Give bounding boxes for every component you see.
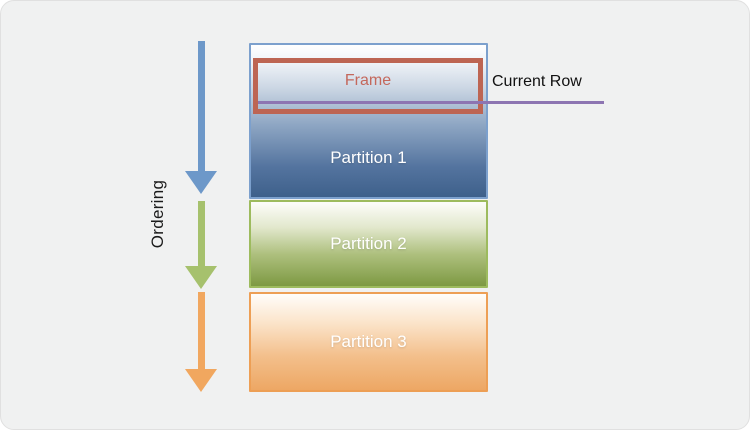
current-row-label: Current Row xyxy=(492,73,582,90)
frame-label: Frame xyxy=(344,72,392,89)
arrow-head-icon xyxy=(185,171,217,194)
arrow-shaft xyxy=(197,292,205,369)
partition-3-box: Partition 3 xyxy=(249,292,488,392)
partition-1-box: Partition 1 xyxy=(249,43,488,199)
partition-2-label: Partition 2 xyxy=(330,234,407,253)
arrow-shaft xyxy=(197,201,205,266)
ordering-arrow-partition-1-icon xyxy=(185,41,217,194)
arrow-head-icon xyxy=(185,266,217,289)
arrow-head-icon xyxy=(185,369,217,392)
frame-box: Frame xyxy=(253,58,483,114)
ordering-arrow-partition-3-icon xyxy=(185,292,217,392)
current-row-line xyxy=(258,101,604,104)
ordering-axis-label: Ordering xyxy=(148,179,167,249)
partition-3-label: Partition 3 xyxy=(330,332,407,351)
arrow-shaft xyxy=(197,41,205,171)
partition-1-label: Partition 1 xyxy=(330,148,407,167)
ordering-arrow-partition-2-icon xyxy=(185,201,217,289)
partition-2-box: Partition 2 xyxy=(249,200,488,288)
